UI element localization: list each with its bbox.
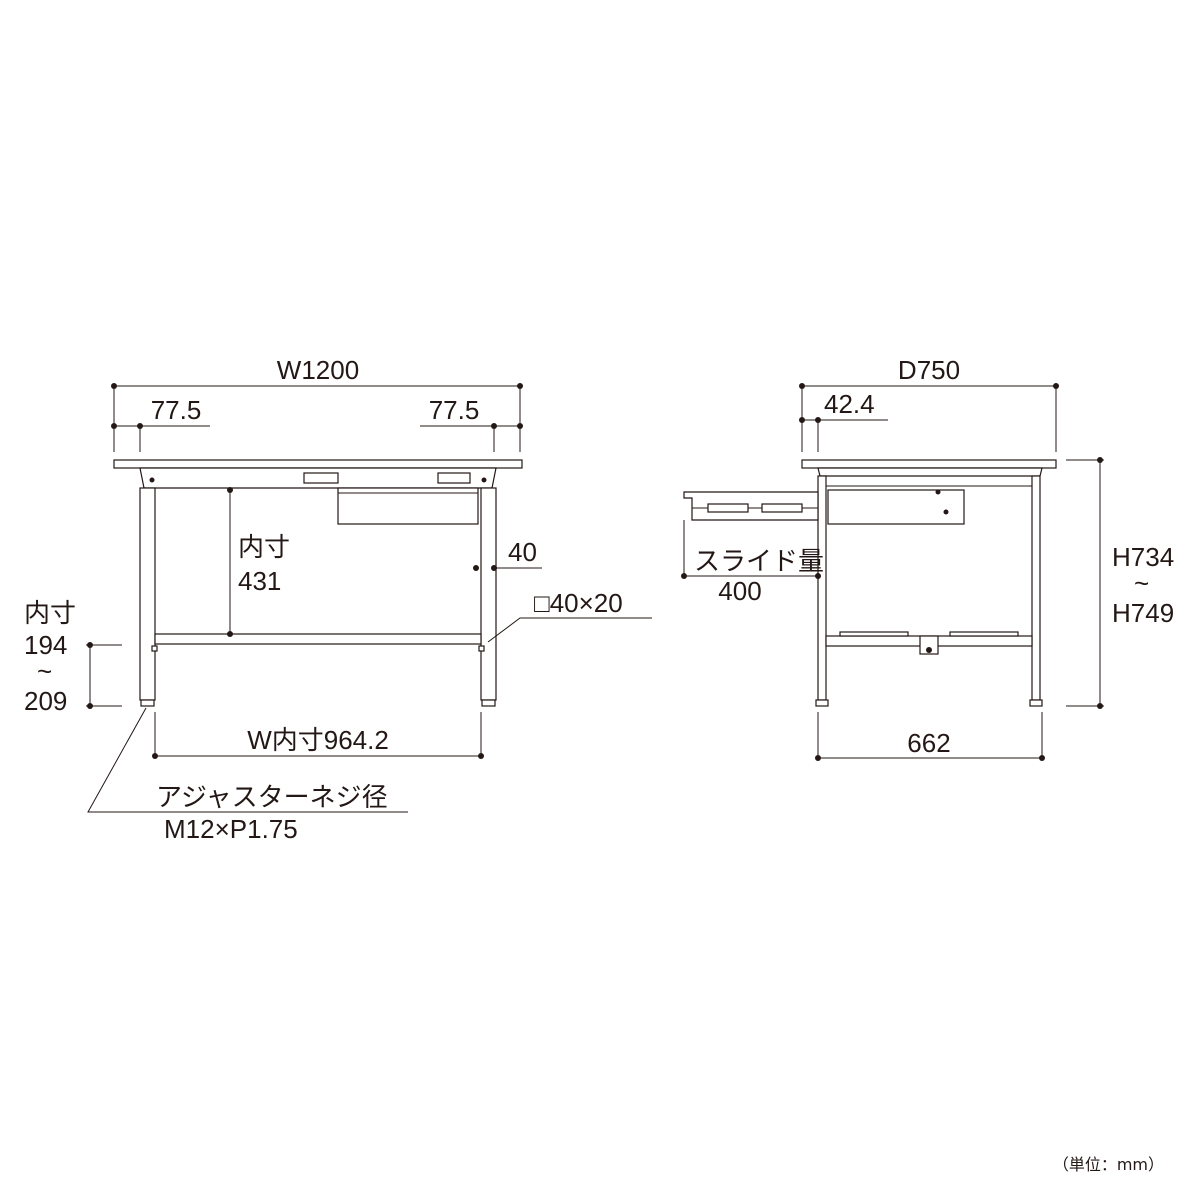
drawer-slide-extended	[683, 491, 819, 521]
slide-title: スライド量	[694, 546, 824, 576]
pipe-size-label: □40×20	[534, 588, 623, 618]
floor-clearance-max: 209	[24, 686, 67, 716]
height-max-label: H749	[1112, 598, 1174, 628]
dim-dot	[473, 565, 479, 571]
adjuster-spec: M12×P1.75	[164, 814, 298, 844]
front-leg-right	[480, 487, 497, 701]
pipe-size-leader	[487, 617, 652, 643]
crossbar-clip-left	[151, 645, 158, 652]
dim-dot	[799, 417, 805, 423]
floor-clearance-tilde: ~	[37, 656, 52, 686]
side-leg-back	[1031, 475, 1041, 701]
apron-bolt-right	[481, 477, 487, 483]
inner-width-label: W内寸964.2	[247, 725, 389, 755]
dim-dot	[478, 753, 484, 759]
dim-dot	[799, 383, 805, 389]
side-view: D750 42.4 スライド量 400 H734 ~ H749 662	[681, 355, 1174, 761]
dim-dot	[491, 565, 497, 571]
dim-dot	[111, 423, 117, 429]
depth-label: D750	[898, 355, 960, 385]
dim-dot	[1097, 457, 1103, 463]
dim-dot	[815, 755, 821, 761]
dim-dot	[227, 487, 233, 493]
right-offset-label: 77.5	[429, 395, 480, 425]
slide-bearing-2	[761, 503, 803, 513]
drawer-screw	[943, 509, 949, 515]
front-drawer	[337, 487, 479, 525]
height-tilde: ~	[1134, 568, 1149, 598]
dim-dot	[491, 423, 497, 429]
frame-height-label: 40	[508, 537, 537, 567]
dim-dot	[1097, 703, 1103, 709]
dim-dot	[815, 417, 821, 423]
front-tabletop	[113, 459, 523, 469]
adjuster-leader	[87, 707, 408, 813]
side-adjuster-front	[815, 699, 829, 707]
leg-span-label: 662	[907, 728, 950, 758]
side-crossbar-plate-right	[949, 631, 1019, 637]
height-min-label: H734	[1112, 542, 1174, 572]
dim-dot	[681, 573, 687, 579]
side-drawer-housing	[827, 489, 965, 525]
side-offset-label: 42.4	[824, 389, 875, 419]
apron-bolt-left	[149, 477, 155, 483]
adjuster-title: アジャスターネジ径	[156, 782, 388, 812]
dim-dot	[152, 753, 158, 759]
side-crossbar-plate-left	[839, 631, 909, 637]
inner-height-title: 内寸	[238, 532, 290, 562]
slide-bearing-1	[707, 503, 749, 513]
front-lower-crossbar	[154, 633, 482, 645]
slide-value: 400	[718, 576, 761, 606]
crossbar-clip-right	[478, 645, 485, 652]
dim-dot	[137, 423, 143, 429]
front-leg-left	[139, 487, 156, 701]
left-offset-label: 77.5	[151, 395, 202, 425]
dim-dot	[517, 423, 523, 429]
side-tabletop	[801, 459, 1057, 469]
dim-dot	[111, 383, 117, 389]
front-view: W1200 77.5 77.5 内寸 431 40 □40×20 内寸	[24, 355, 652, 844]
adjuster-foot-right	[481, 699, 496, 707]
dim-dot	[1053, 383, 1059, 389]
side-crossbar-bracket	[919, 635, 939, 655]
apron-plate-left	[303, 472, 339, 484]
apron-plate-right	[437, 472, 471, 484]
dim-dot	[517, 383, 523, 389]
dim-dot	[815, 573, 821, 579]
bracket-bolt	[926, 647, 932, 653]
floor-clearance-min: 194	[24, 630, 67, 660]
dim-dot	[87, 642, 93, 648]
width-label: W1200	[277, 355, 359, 385]
dim-dot	[1039, 755, 1045, 761]
dim-dot	[227, 631, 233, 637]
side-adjuster-back	[1029, 699, 1043, 707]
side-leg-front	[817, 475, 827, 701]
adjuster-foot-left	[140, 699, 155, 707]
floor-clearance-title: 内寸	[24, 598, 76, 628]
inner-height-value: 431	[238, 566, 281, 596]
dim-dot	[87, 703, 93, 709]
drawer-screw	[935, 489, 941, 495]
unit-note: （単位：mm）	[1053, 1155, 1164, 1174]
side-top-frame	[817, 467, 1043, 477]
